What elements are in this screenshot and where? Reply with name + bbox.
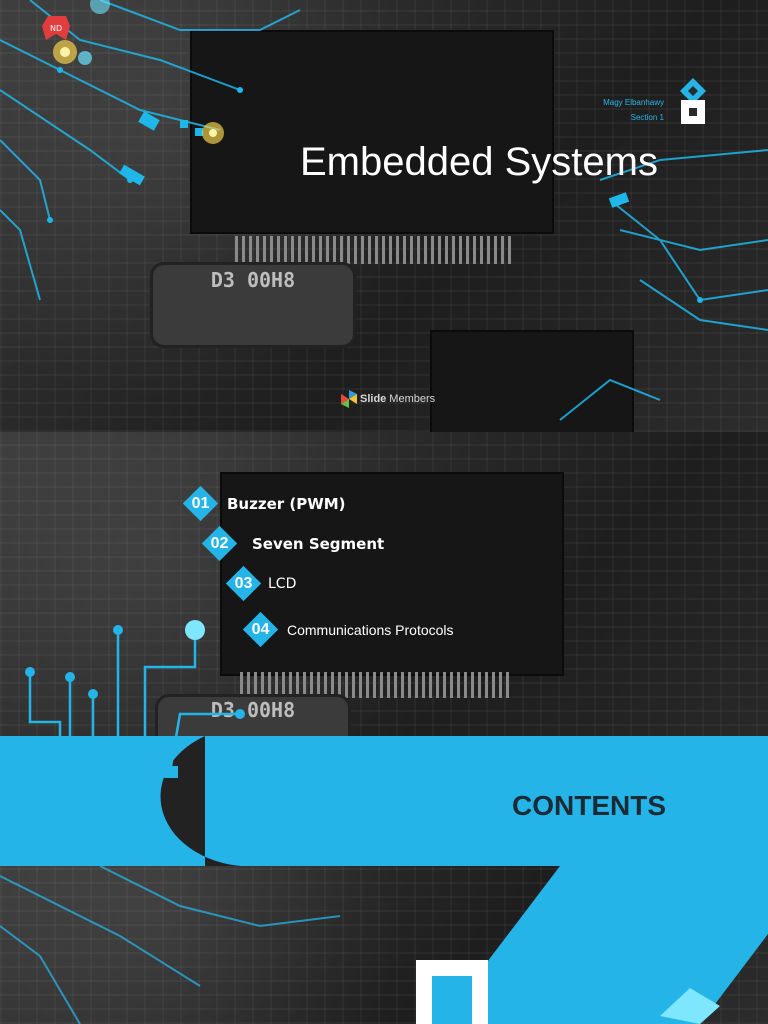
number-badge: 02 — [201, 525, 238, 562]
partial-slide — [0, 866, 768, 1024]
svg-text:ND: ND — [50, 24, 62, 33]
number-badge: 03 — [225, 565, 262, 602]
contents-item-2: 02 Seven Segment — [201, 525, 385, 562]
author-name: Magy Elbanhawy — [603, 98, 664, 107]
contents-item-1: 01 Buzzer (PWM) — [182, 485, 346, 522]
brand-rest: Members — [389, 393, 436, 405]
contents-item-3: 03 LCD — [225, 565, 297, 602]
diamond-logo-icon — [680, 78, 706, 104]
slide-decoration — [0, 866, 768, 1024]
author-section: Section 1 — [630, 113, 664, 122]
contents-item-label: LCD — [268, 575, 297, 592]
chip-pins-center — [240, 672, 510, 698]
author-info: Magy Elbanhawy Section 1 — [603, 95, 664, 125]
contents-item-label: Communications Protocols — [287, 621, 454, 638]
square-logo-icon — [681, 100, 705, 124]
number-badge: 04 — [242, 611, 279, 648]
chip-center — [220, 472, 564, 676]
chip-bottom-right — [430, 330, 634, 432]
chip-top — [190, 30, 554, 234]
contents-item-label: Buzzer (PWM) — [227, 494, 346, 513]
circuit-traces — [0, 0, 768, 421]
crystal-label: D3 00H8 — [210, 268, 296, 292]
title-slide: D3 00H8 — [0, 0, 768, 432]
contents-item-4: 04 Communications Protocols — [242, 611, 454, 648]
page-title: Embedded Systems — [300, 140, 658, 184]
circuit-traces — [0, 620, 260, 866]
slidemembers-logo-icon — [341, 390, 357, 408]
brand-bold: Slide — [360, 393, 387, 405]
ribbon-icon: ND — [42, 16, 70, 40]
contents-slide: D3 00H8 01 Buzzer (PWM) 02 — [0, 432, 768, 866]
chip-pins-top — [235, 236, 515, 264]
contents-heading: CONTENTS — [512, 790, 666, 821]
contents-band — [0, 736, 768, 866]
contents-item-label: Seven Segment — [252, 534, 385, 553]
crystal-component: D3 00H8 — [150, 262, 356, 348]
crystal-label: D3 00H8 — [210, 698, 296, 722]
number-badge: 01 — [182, 485, 219, 522]
